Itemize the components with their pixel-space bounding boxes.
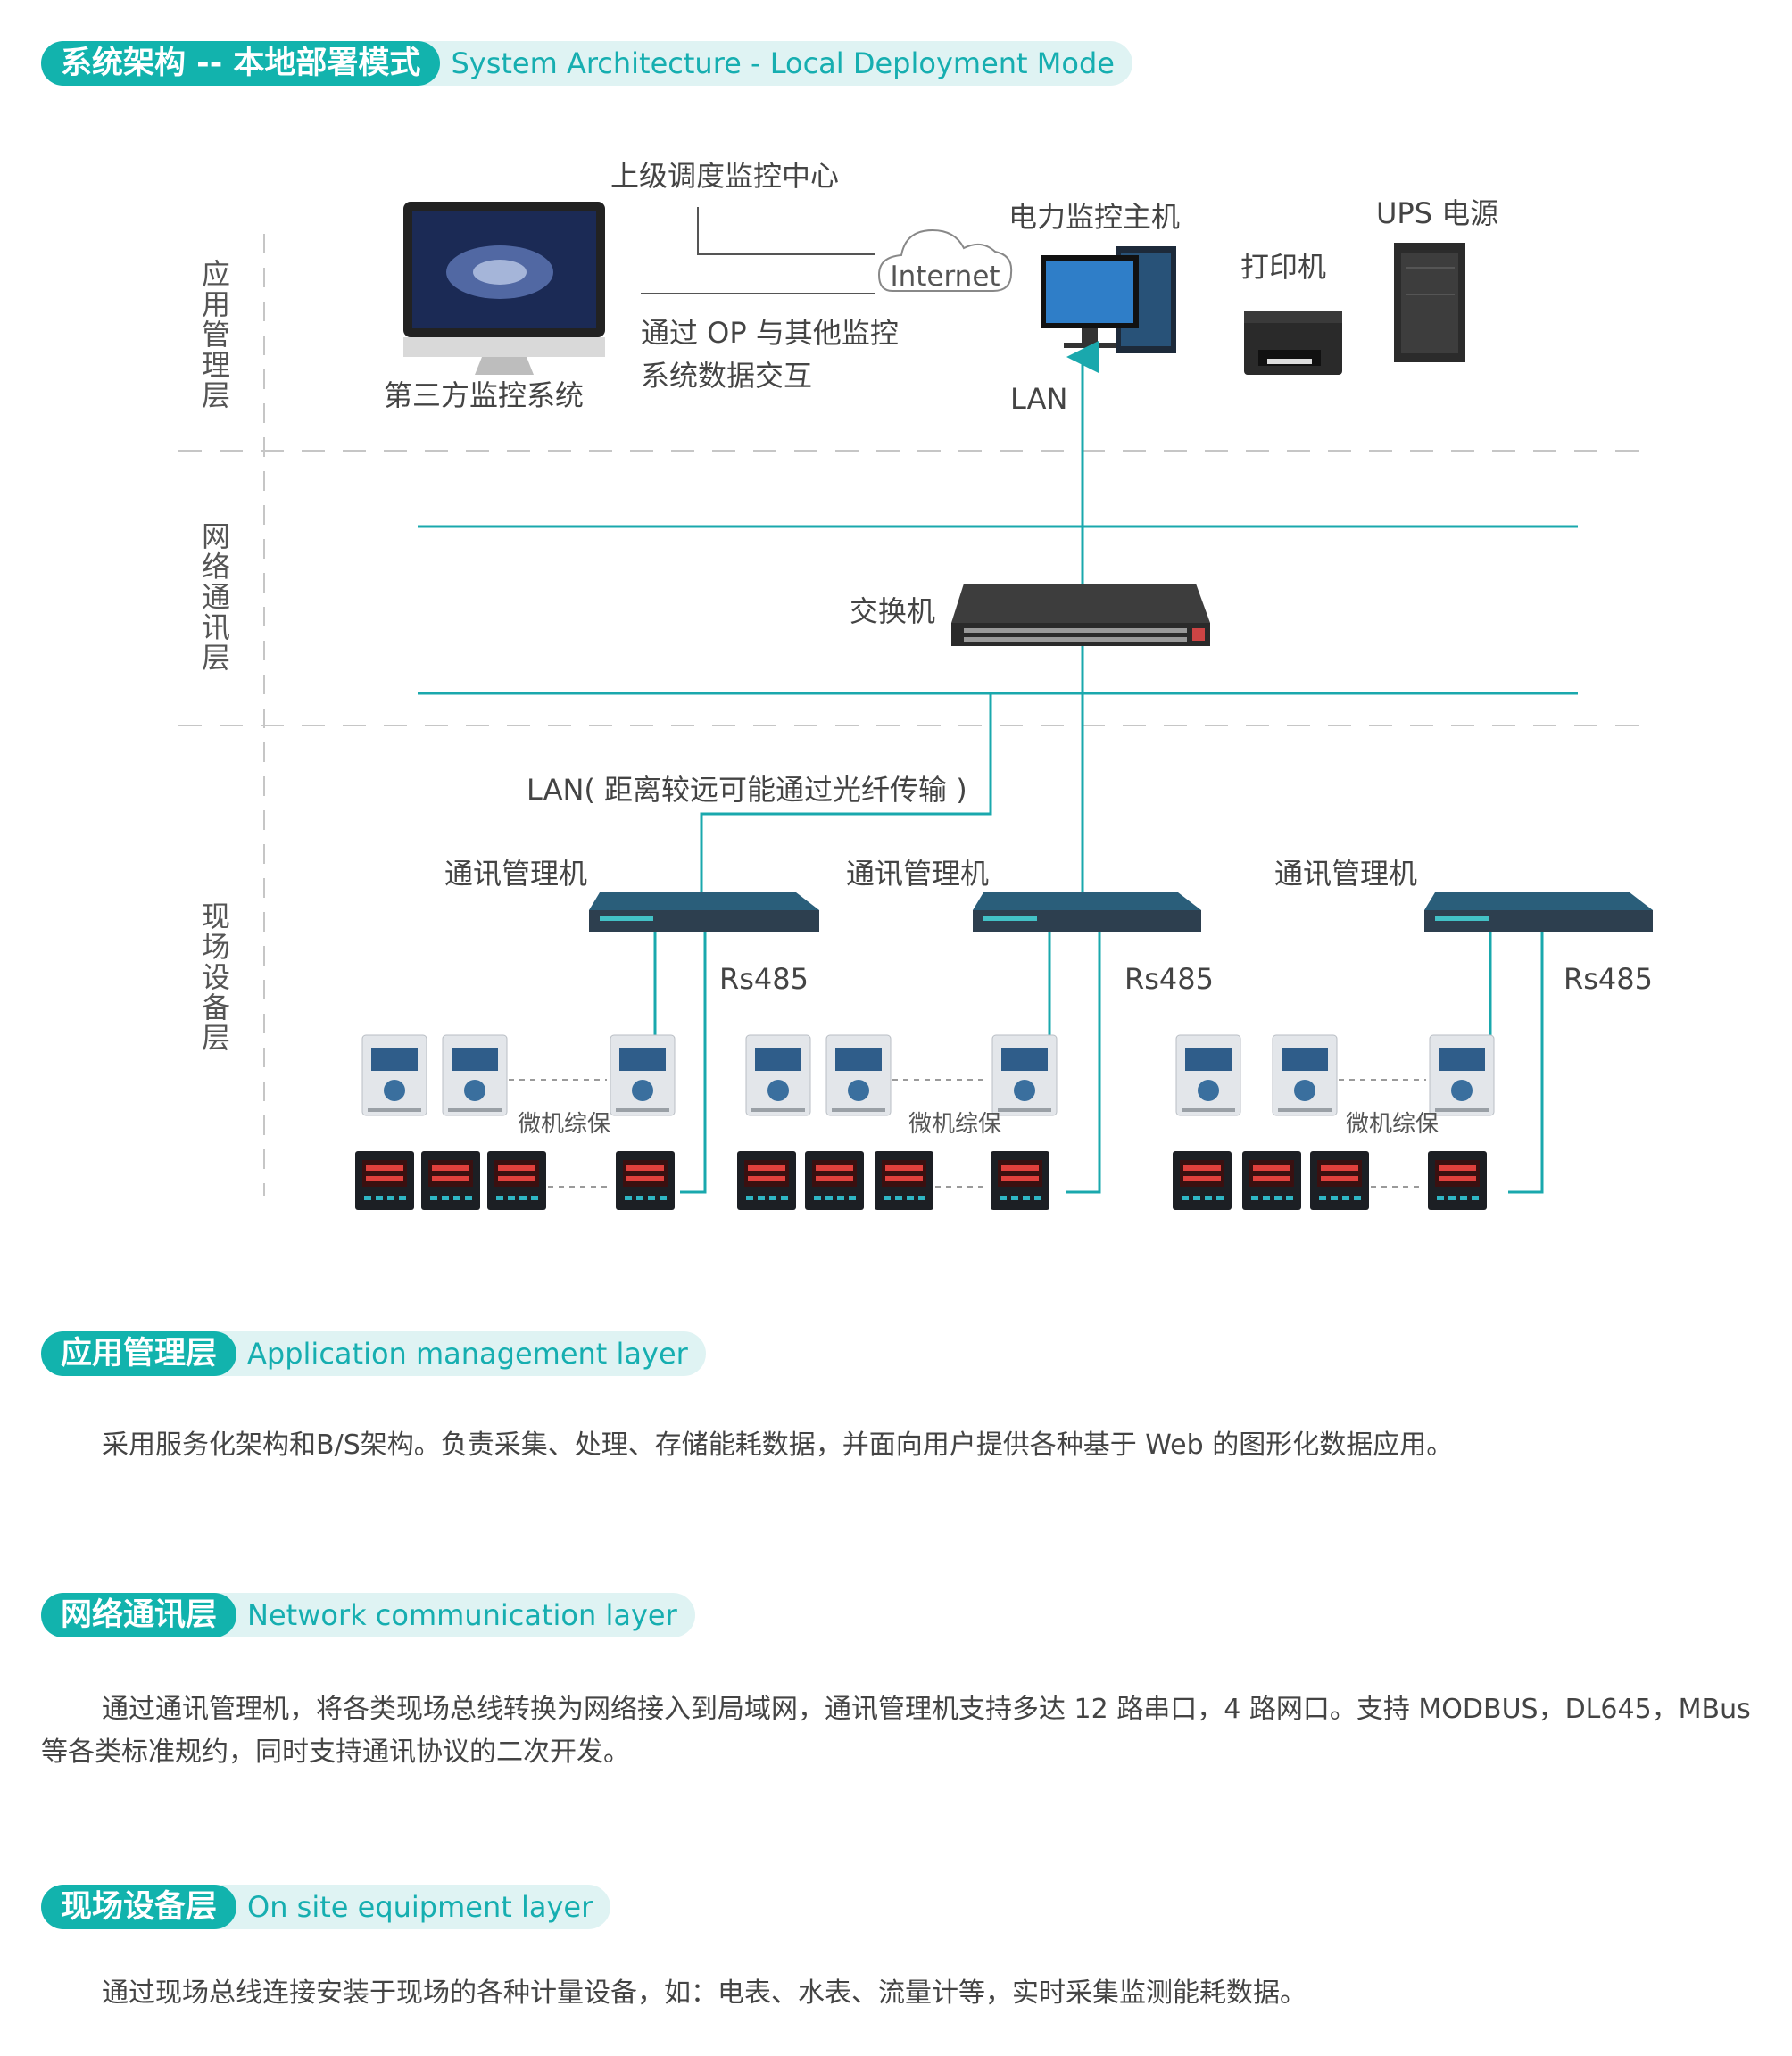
- svg-text:络: 络: [202, 550, 230, 584]
- section-field-text: 通过现场总线连接安装于现场的各种计量设备，如：电表、水表、流量计等，实时采集监测…: [41, 1972, 1763, 2015]
- section-field-head: 现场设备层 On site equipment layer: [41, 1885, 611, 1929]
- section-application-text-content: 采用服务化架构和B/S架构。负责采集、处理、存储能耗数据，并面向用户提供各种基于…: [102, 1430, 1454, 1461]
- protection-relay-icon: [1175, 1034, 1241, 1116]
- protection-relay-icon: [825, 1034, 892, 1116]
- section-field-text-content: 通过现场总线连接安装于现场的各种计量设备，如：电表、水表、流量计等，实时采集监测…: [102, 1977, 1307, 2009]
- svg-text:场: 场: [202, 930, 230, 964]
- printer-label: 打印机: [1240, 250, 1326, 284]
- power-meter-icon: [1428, 1151, 1487, 1210]
- ups-label: UPS 电源: [1376, 196, 1498, 230]
- op-label-line2: 系统数据交互: [641, 359, 812, 393]
- layer-label-application: 应 用 管 理 层: [202, 257, 230, 412]
- upper-center-connector: [697, 207, 875, 255]
- rs485-link-3b: [1508, 932, 1544, 1194]
- power-meter-icon: [1242, 1151, 1301, 1210]
- layer-char: 应: [202, 257, 230, 291]
- rack-gateway-icon: [589, 892, 819, 932]
- lan-top-label: LAN: [1010, 382, 1067, 416]
- svg-text:用: 用: [202, 287, 230, 321]
- svg-text:理: 理: [202, 348, 230, 382]
- protection-relay-icon: [1429, 1034, 1495, 1116]
- section-network-text: 通过通讯管理机，将各类现场总线转换为网络接入到局域网，通讯管理机支持多达 12 …: [41, 1688, 1763, 1774]
- svg-text:层: 层: [202, 1021, 230, 1055]
- svg-text:网: 网: [202, 519, 230, 553]
- section-network-title-cn: 网络通讯层: [41, 1593, 237, 1637]
- power-meter-icon: [355, 1151, 414, 1210]
- svg-text:层: 层: [202, 641, 230, 675]
- power-meter-icon: [1310, 1151, 1369, 1210]
- upper-center-label: 上级调度监控中心: [610, 159, 839, 193]
- svg-text:设: 设: [202, 960, 230, 994]
- svg-text:管: 管: [202, 318, 230, 352]
- comm-manager-label-2: 通讯管理机: [846, 857, 989, 891]
- cloud-icon: Internet: [877, 228, 1013, 293]
- rs485-link-2b: [1066, 932, 1101, 1194]
- svg-text:讯: 讯: [202, 610, 230, 644]
- third-party-label: 第三方监控系统: [384, 378, 584, 412]
- protection-relay-icon: [610, 1034, 676, 1116]
- section-application-title-cn: 应用管理层: [41, 1331, 237, 1376]
- power-meter-icon: [875, 1151, 933, 1210]
- power-meter-icon: [805, 1151, 864, 1210]
- ups-icon: [1394, 243, 1465, 362]
- power-meter-icon: [616, 1151, 675, 1210]
- layer-label-field: 现 场 设 备 层: [202, 900, 230, 1055]
- svg-text:层: 层: [202, 378, 230, 412]
- section-network-head: 网络通讯层 Network communication layer: [41, 1593, 695, 1637]
- layer-label-network: 网 络 通 讯 层: [202, 519, 230, 675]
- rack-gateway-icon: [1424, 892, 1653, 932]
- imac-icon: [403, 202, 605, 375]
- comm-manager-label-3: 通讯管理机: [1274, 857, 1417, 891]
- section-network-title-en: Network communication layer: [206, 1593, 695, 1637]
- power-meter-icon: [487, 1151, 546, 1210]
- svg-text:通: 通: [202, 580, 230, 614]
- section-application-text: 采用服务化架构和B/S架构。负责采集、处理、存储能耗数据，并面向用户提供各种基于…: [41, 1424, 1763, 1467]
- workstation-icon: [1041, 246, 1176, 353]
- power-meter-icon: [421, 1151, 480, 1210]
- lan-fiber-label: LAN( 距离较远可能通过光纤传输 ): [527, 773, 967, 807]
- header-title: 系统架构 -- 本地部署模式 System Architecture - Loc…: [41, 41, 1132, 86]
- section-application-title-en: Application management layer: [206, 1331, 706, 1376]
- rs485-label-3: Rs485: [1564, 962, 1653, 996]
- svg-text:现: 现: [202, 900, 230, 933]
- rs485-label-2: Rs485: [1124, 962, 1214, 996]
- rack-gateway-icon: [973, 892, 1201, 932]
- protection-relay-icon: [1272, 1034, 1338, 1116]
- header-title-en: System Architecture - Local Deployment M…: [410, 41, 1132, 86]
- architecture-diagram: 应 用 管 理 层 网 络 通 讯 层 现 场 设 备 层 上级调度监控中心 I…: [178, 159, 1653, 1210]
- network-switch-icon: [951, 584, 1210, 646]
- protection-relay-icon: [745, 1034, 811, 1116]
- protection-label-2: 微机综保: [908, 1111, 1001, 1138]
- protection-relay-icon: [442, 1034, 508, 1116]
- rs485-label-1: Rs485: [719, 962, 809, 996]
- power-meter-icon: [737, 1151, 796, 1210]
- protection-relay-icon: [361, 1034, 427, 1116]
- protection-label-3: 微机综保: [1346, 1111, 1439, 1138]
- comm-manager-label-1: 通讯管理机: [444, 857, 587, 891]
- section-field-title-cn: 现场设备层: [41, 1885, 237, 1929]
- svg-text:备: 备: [202, 991, 230, 1024]
- header-title-cn: 系统架构 -- 本地部署模式: [41, 41, 441, 86]
- power-meter-icon: [991, 1151, 1049, 1210]
- protection-label-1: 微机综保: [518, 1111, 610, 1138]
- section-application-head: 应用管理层 Application management layer: [41, 1331, 706, 1376]
- protection-relay-icon: [991, 1034, 1058, 1116]
- internet-label: Internet: [890, 261, 1000, 293]
- switch-label: 交换机: [850, 594, 935, 628]
- section-network-text-content: 通过通讯管理机，将各类现场总线转换为网络接入到局域网，通讯管理机支持多达 12 …: [41, 1694, 1751, 1768]
- section-field-title-en: On site equipment layer: [206, 1885, 611, 1929]
- lan-fiber-branch: [700, 693, 992, 892]
- op-label-line1: 通过 OP 与其他监控: [641, 316, 899, 350]
- field-devices: [355, 1034, 1495, 1210]
- printer-icon: [1244, 311, 1342, 375]
- rs485-link-1b: [680, 932, 707, 1194]
- power-host-label: 电力监控主机: [1008, 200, 1180, 234]
- power-meter-icon: [1173, 1151, 1232, 1210]
